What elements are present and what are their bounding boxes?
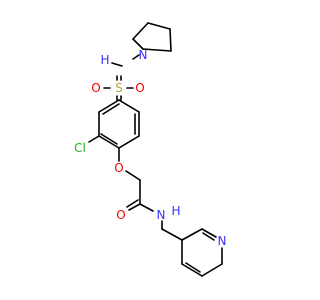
amide-hydrogen-label: H	[171, 204, 180, 218]
sulfur-label: S	[115, 81, 123, 95]
pyridine-nitrogen-label: N	[218, 234, 227, 248]
molecule-structure: N H S O O Cl O O N H N	[74, 22, 227, 277]
chlorine-label: Cl	[74, 141, 86, 155]
amide-nitrogen-label: N	[157, 208, 166, 222]
sulfonyl-oxygen-right-label: O	[135, 81, 144, 95]
acetamide-group	[126, 179, 183, 241]
carbonyl-oxygen-label: O	[116, 208, 125, 222]
cyclopentyl-ring	[132, 22, 172, 52]
pyridine-ring	[181, 228, 223, 277]
sulfonyl-oxygen-left-label: O	[91, 81, 100, 95]
sulfonamide-hydrogen-label: H	[100, 53, 109, 67]
sulfonamide-group	[103, 54, 140, 101]
chlorophenyl-ring	[98, 99, 140, 149]
chloro-ether-linker	[88, 135, 141, 181]
ether-oxygen-label: O	[114, 161, 123, 175]
sulfonamide-nitrogen-label: N	[139, 48, 148, 62]
